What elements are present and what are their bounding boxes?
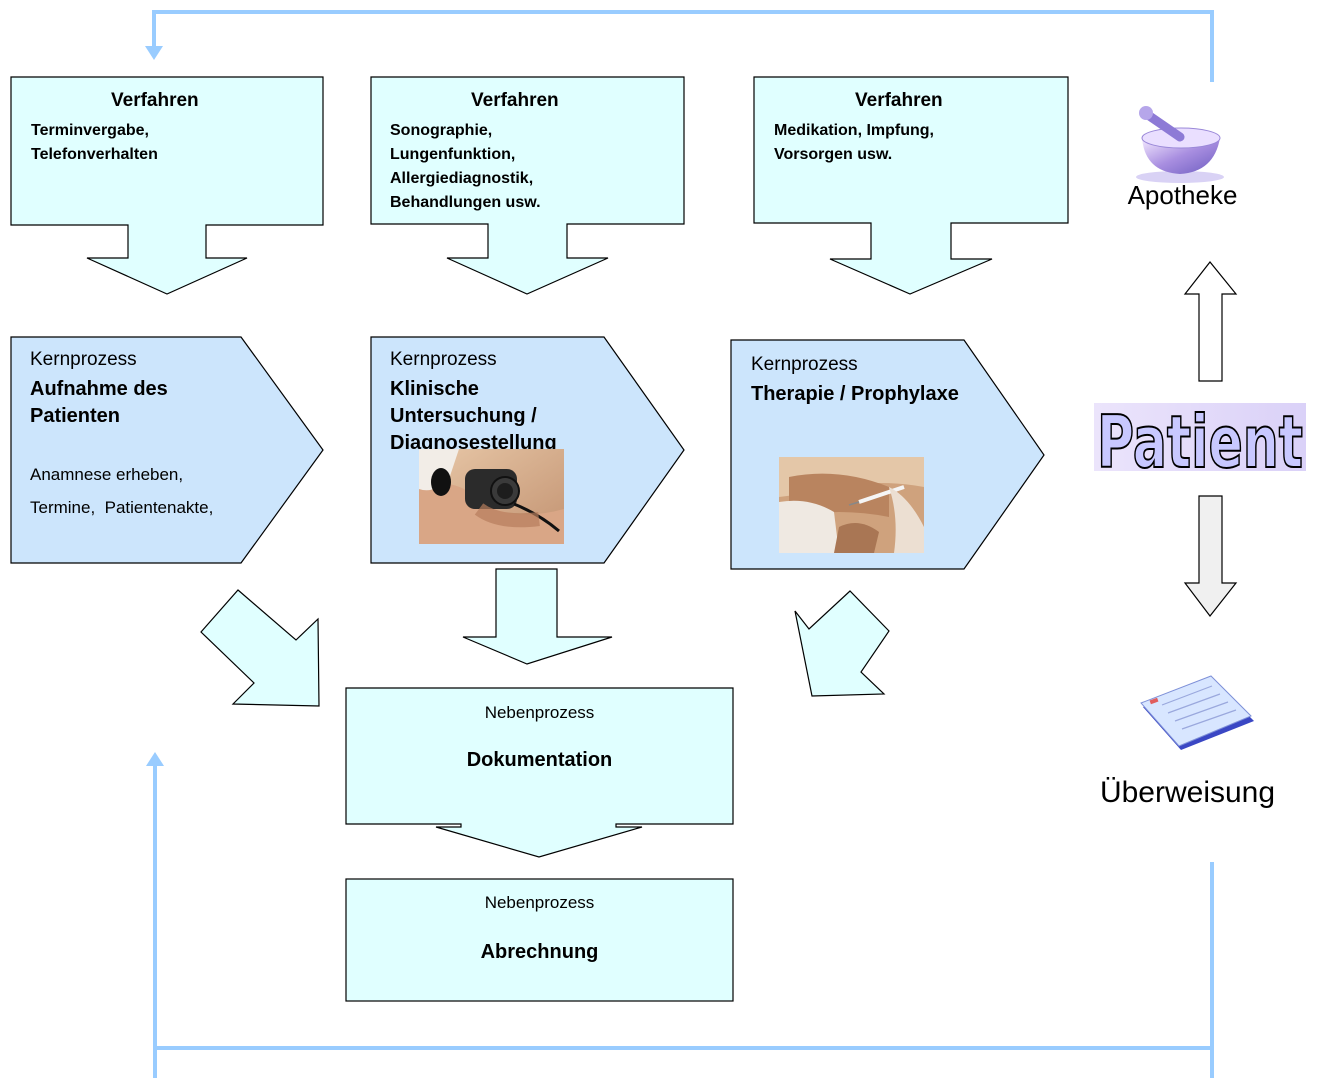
verfahren-callout-1 [10, 76, 324, 295]
kernprozess-2-title-line: Diagnosestellung [390, 432, 557, 454]
verfahren-callout-2 [370, 76, 685, 295]
arrow-therapie-to-dokumentation [794, 590, 890, 697]
kernprozess-2-title: Klinische Untersuchung / Diagnosestellun… [390, 376, 557, 457]
verfahren-1-line: Telefonverhalten [31, 146, 158, 163]
arrow-aufnahme-to-dokumentation [200, 589, 320, 707]
blood-pressure-photo [419, 449, 564, 544]
loop-arrowhead-top-icon [145, 46, 163, 60]
referral-document-icon [1140, 675, 1254, 750]
nebenprozess-2-label: Nebenprozess [484, 893, 595, 912]
nebenprozess-2-title: Abrechnung [480, 941, 599, 963]
kernprozess-3-title: Therapie / Prophylaxe [751, 381, 959, 408]
verfahren-3-heading: Verfahren [855, 90, 943, 111]
verfahren-2-line: Behandlungen usw. [390, 194, 541, 211]
loop-arrowhead-bottom-icon [146, 752, 164, 766]
arrow-untersuchung-to-dokumentation [462, 568, 613, 665]
injection-photo [779, 457, 924, 553]
kernprozess-3-title-line: Therapie / Prophylaxe [751, 383, 959, 405]
verfahren-2-heading: Verfahren [471, 90, 559, 111]
verfahren-3-line: Medikation, Impfung, [774, 122, 934, 139]
verfahren-2-line: Allergiediagnostik, [390, 170, 534, 187]
kernprozess-shape-1 [10, 336, 324, 564]
nebenprozess-callout-dokumentation [345, 687, 734, 858]
kernprozess-2-title-line: Klinische [390, 378, 479, 400]
arrow-patient-to-apotheke [1183, 261, 1238, 382]
kernprozess-1-detail-line: Anamnese erheben, [30, 465, 184, 484]
apotheke-label: Apotheke [1127, 180, 1238, 210]
verfahren-1-heading: Verfahren [111, 90, 199, 111]
nebenprozess-box-abrechnung [345, 878, 734, 1002]
verfahren-1-details: Terminvergabe, Telefonverhalten [31, 119, 158, 167]
kernprozess-1-title-line: Patienten [30, 405, 121, 427]
kernprozess-1-details: Anamnese erheben, Termine, Patientenakte… [30, 458, 213, 524]
kernprozess-1-detail-line: Termine, Patientenakte, [30, 498, 214, 517]
feedback-loop-bottom [153, 762, 1214, 1078]
verfahren-callout-3 [753, 76, 1069, 295]
kernprozess-3-label: Kernprozess [751, 354, 858, 375]
verfahren-3-line: Vorsorgen usw. [774, 146, 893, 163]
kernprozess-2-label: Kernprozess [390, 349, 497, 370]
kernprozess-1-title-line: Aufnahme des [30, 378, 168, 400]
kernprozess-2-title-line: Untersuchung / [390, 405, 537, 427]
nebenprozess-1-label: Nebenprozess [484, 703, 595, 722]
verfahren-2-line: Lungenfunktion, [390, 146, 516, 163]
mortar-pestle-icon [1136, 106, 1224, 183]
kernprozess-1-title: Aufnahme des Patienten [30, 376, 168, 430]
patient-wordart: Patient [1092, 393, 1308, 485]
feedback-loop-top [152, 10, 1214, 82]
arrow-patient-to-ueberweisung [1183, 495, 1238, 617]
verfahren-2-details: Sonographie, Lungenfunktion, Allergiedia… [390, 119, 541, 215]
verfahren-2-line: Sonographie, [390, 122, 493, 139]
patient-label: Patient [1097, 400, 1303, 481]
ueberweisung-label: Überweisung [1099, 776, 1276, 809]
nebenprozess-1-title: Dokumentation [466, 749, 613, 771]
kernprozess-1-label: Kernprozess [30, 349, 137, 370]
verfahren-3-details: Medikation, Impfung, Vorsorgen usw. [774, 119, 934, 167]
verfahren-1-line: Terminvergabe, [31, 122, 149, 139]
